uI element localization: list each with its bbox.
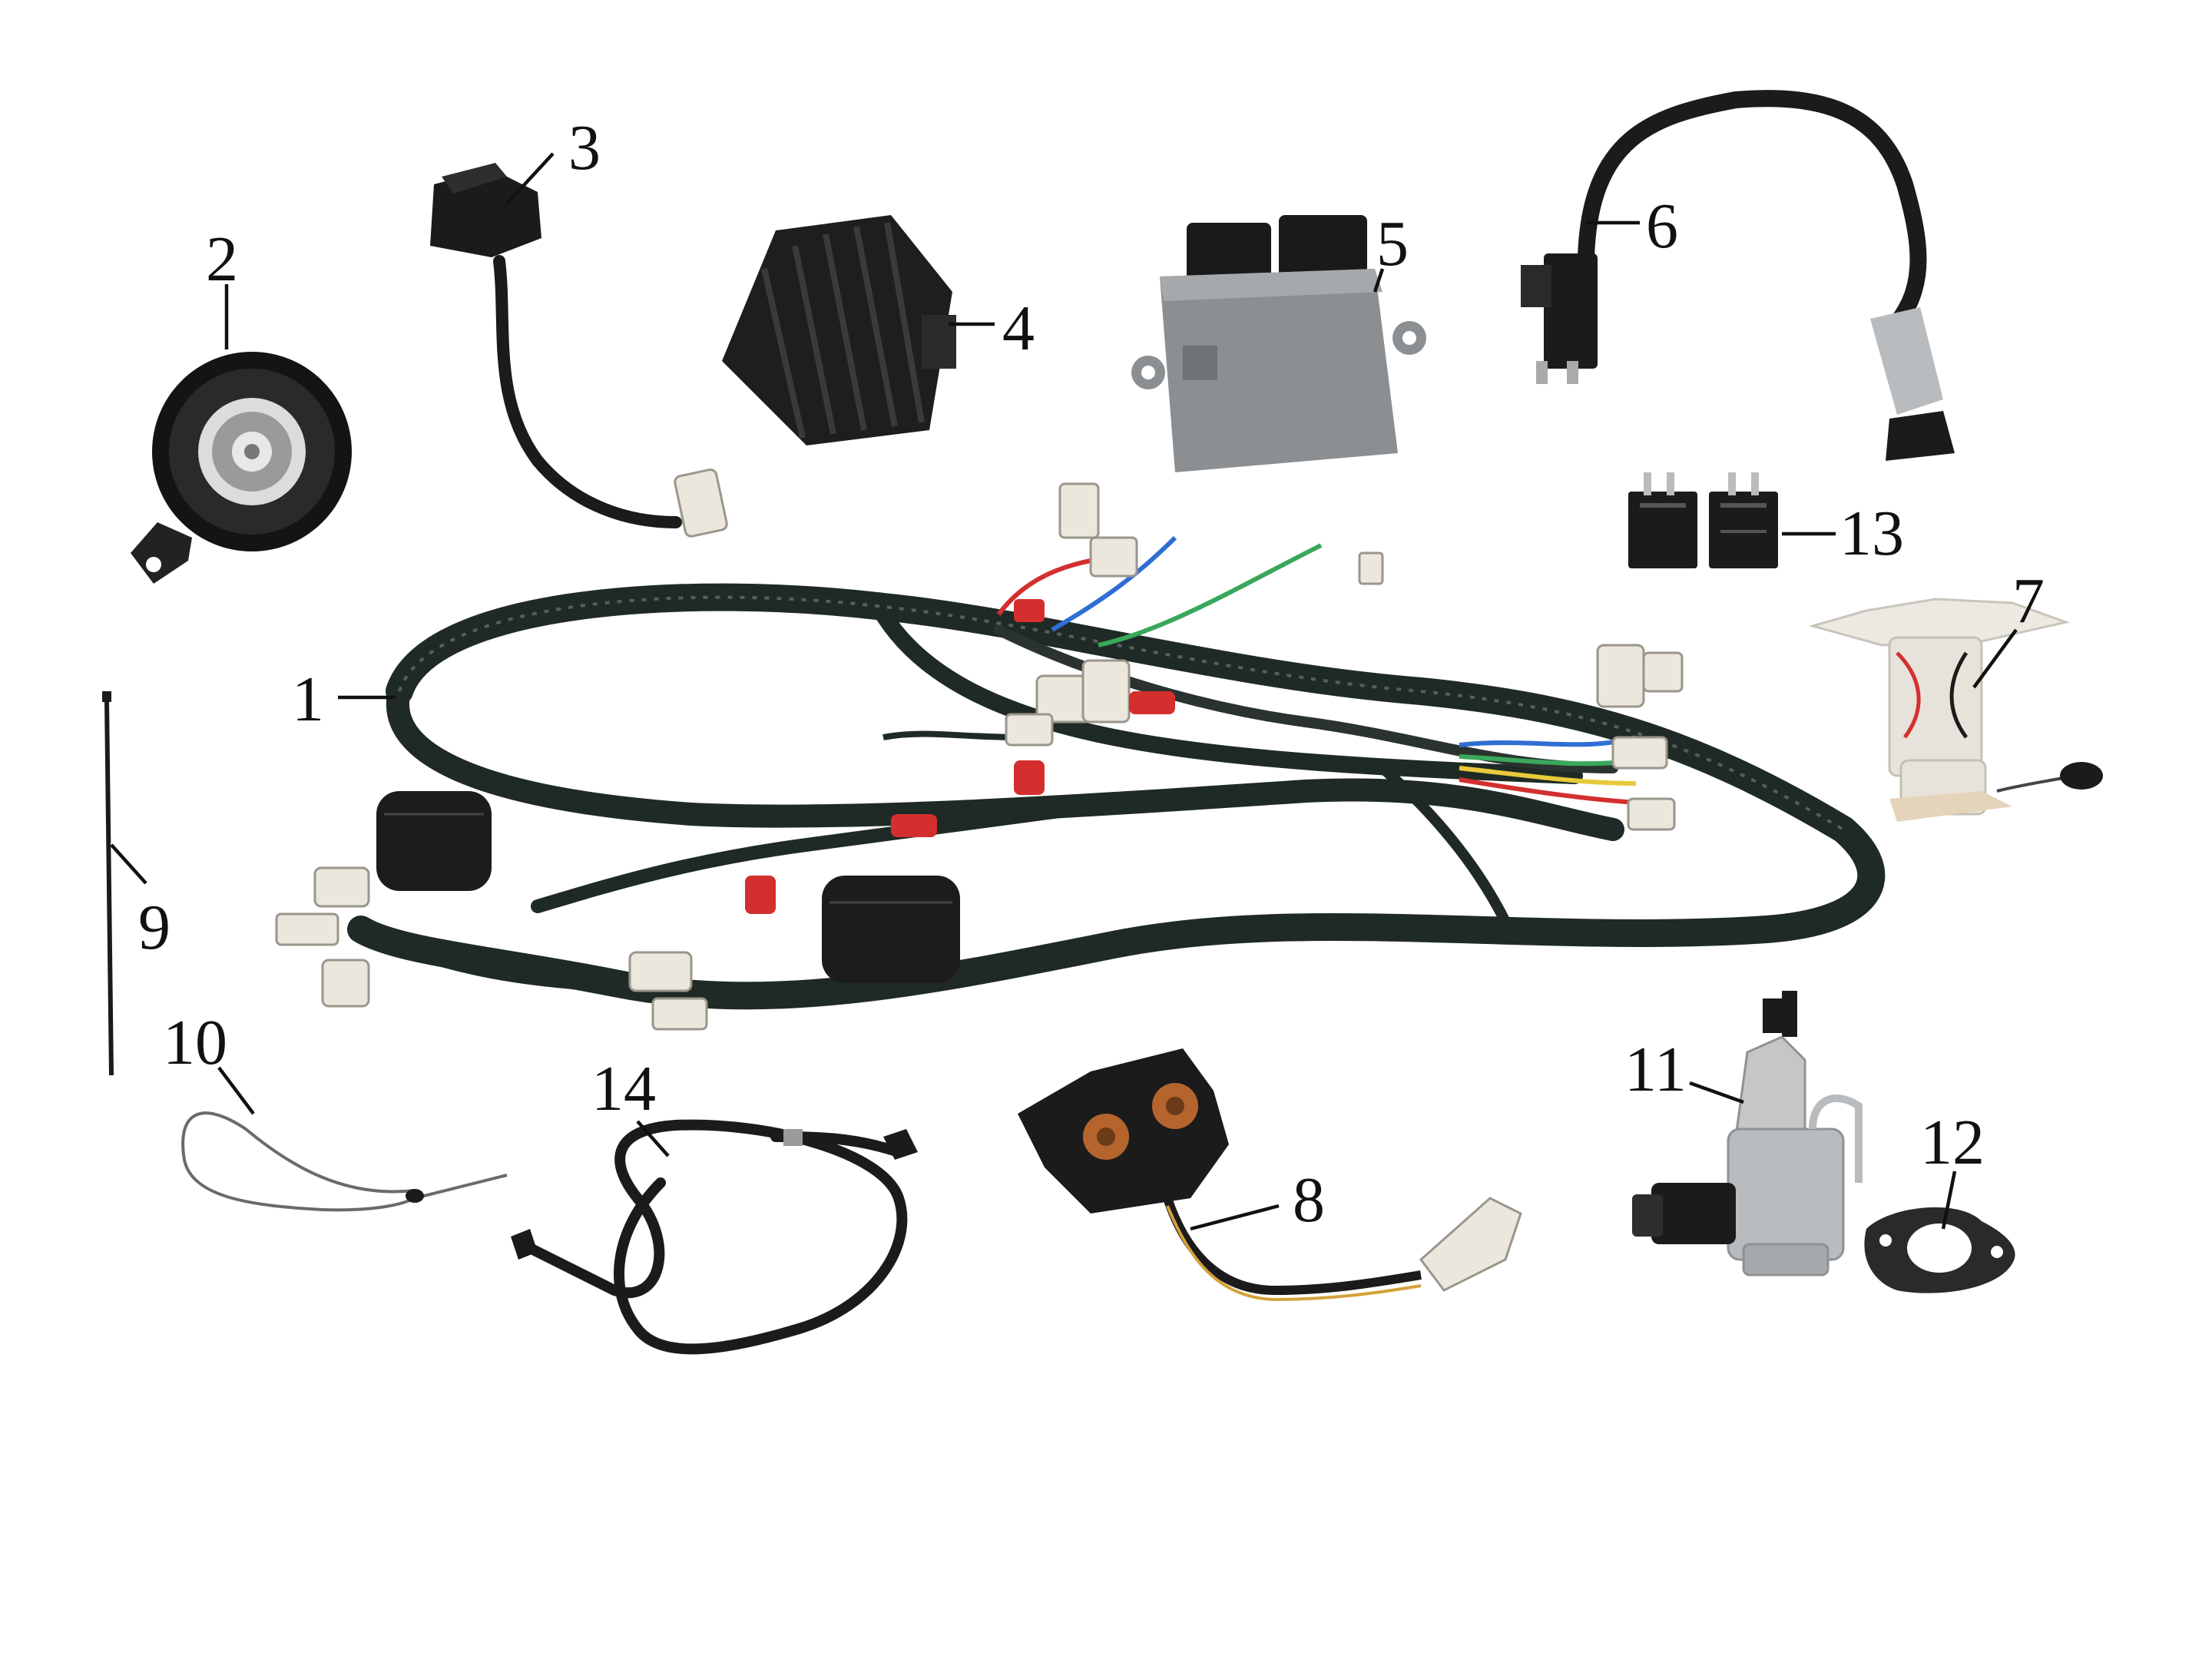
callout-7: 7 [2012,565,2045,637]
callout-10: 10 [163,1007,227,1078]
callout-11: 11 [1624,1034,1687,1105]
callout-14: 14 [591,1053,656,1124]
callout-3: 3 [568,112,601,184]
callout-6: 6 [1646,190,1678,262]
cable-tie-loop [181,1111,508,1212]
leader-lines [110,152,2018,1231]
horn [131,352,352,584]
ignition-coil [1521,90,1955,461]
callout-2: 2 [206,224,238,295]
cdi-unit [1131,215,1426,472]
callout-12: 12 [1920,1107,1985,1178]
wiring-harness [275,482,1886,1031]
regulator-rectifier [722,215,956,445]
fuel-hose [511,1119,918,1355]
carburetor [1632,991,1863,1277]
starter-solenoid [1018,1048,1522,1302]
callout-1: 1 [292,664,324,735]
callout-9: 9 [138,892,171,963]
cable-tie-straight [102,691,114,1076]
callout-labels: 1 2 3 4 5 6 7 8 9 10 11 12 13 14 [138,112,2045,1236]
callout-4: 4 [1002,293,1035,364]
gasket [1864,1207,2015,1293]
callout-5: 5 [1376,208,1409,280]
callout-13: 13 [1839,498,1904,569]
callout-8: 8 [1293,1164,1325,1236]
sensor-with-lead [430,163,728,538]
fuel-pump [1808,598,2103,822]
relays [1628,472,1778,568]
